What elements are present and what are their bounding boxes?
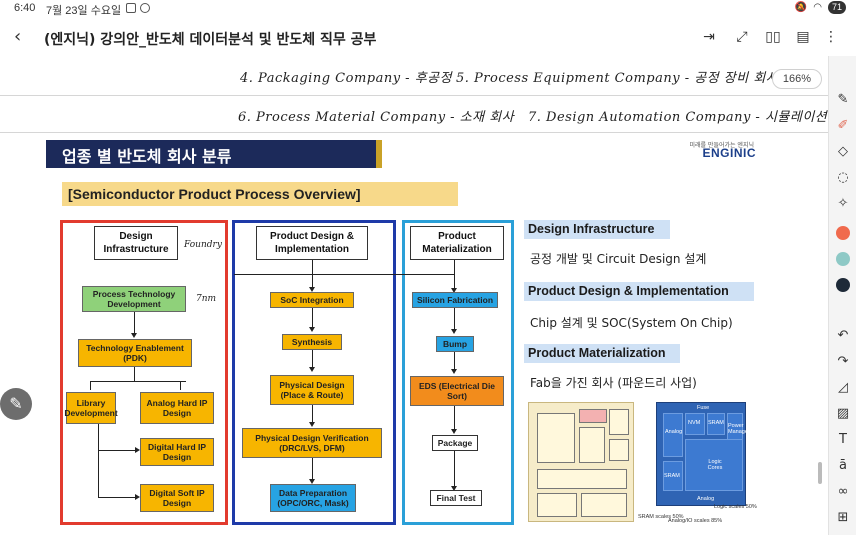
slide-image: 업종 별 반도체 회사 분류 미래를 만들어가는 엔지닉 ENGINIC [Se…: [42, 140, 760, 526]
design-infrastructure-header: Design Infrastructure: [94, 226, 178, 260]
highlighter-icon[interactable]: ✐: [837, 118, 849, 133]
status-time: 6:40: [14, 2, 36, 14]
product-materialization-column: [402, 220, 514, 525]
package-box: Package: [432, 435, 478, 451]
data-preparation-box: Data Preparation (OPC/ORC, Mask): [270, 484, 356, 512]
export-icon[interactable]: ⇥: [703, 29, 715, 45]
shape-icon[interactable]: ◿: [838, 380, 848, 395]
logic-scales-label: Logic scales 50%: [714, 504, 757, 510]
back-button[interactable]: ‹: [14, 26, 22, 47]
sram-scales-label: SRAM scales 50%: [638, 514, 684, 520]
handwriting-line1a: 4. Packaging Company - 후공정: [240, 71, 453, 86]
design-infrastructure-column: [60, 220, 228, 525]
analog-hard-ip-box: Analog Hard IP Design: [140, 392, 214, 424]
fullscreen-icon[interactable]: ⤢: [736, 29, 748, 45]
synthesis-box: Synthesis: [282, 334, 342, 350]
wifi-icon: ◠: [813, 2, 822, 13]
status-date: 7월 23일 수요일: [46, 5, 122, 17]
notification-icon: [126, 3, 136, 13]
battery-indicator: 71: [827, 1, 846, 14]
lasso-icon[interactable]: ◌: [837, 170, 849, 185]
color-swatch-2[interactable]: [836, 252, 850, 266]
right-toolbar: ✎ ✐ ◇ ◌ ✧ ↶ ↷ ◿ ▨ T ā ∞ ⊞: [828, 56, 856, 535]
app-header: ‹ (엔지닉) 강의안_반도체 데이터분석 및 반도체 직무 공부 ⇥ ⤢ ▯▯…: [0, 22, 856, 54]
text-icon[interactable]: T: [839, 432, 847, 447]
mute-icon: 🔕: [794, 2, 808, 13]
page-icon[interactable]: ▤: [796, 29, 810, 45]
chip-floorplan-image: Fuse Analog NVM SRAM Power Management SR…: [656, 402, 760, 506]
section-product-materialization: Product Materialization: [524, 344, 680, 363]
process-technology-box: Process Technology Development: [82, 286, 186, 312]
enginic-logo: ENGINIC: [702, 146, 756, 160]
eraser-icon[interactable]: ◇: [838, 144, 848, 159]
section-design-infrastructure: Design Infrastructure: [524, 220, 670, 239]
section-product-materialization-desc: Fab을 가진 회사 (파운드리 사업): [530, 376, 697, 390]
slide-heading: 업종 별 반도체 회사 분류: [62, 147, 232, 166]
final-test-box: Final Test: [430, 490, 482, 506]
slide-subtitle: [Semiconductor Product Process Overview]: [62, 182, 458, 206]
text-box-icon[interactable]: ā: [839, 458, 847, 473]
soc-integration-box: SoC Integration: [270, 292, 354, 308]
physical-design-box: Physical Design (Place & Route): [270, 375, 354, 405]
slide-heading-bar: 업종 별 반도체 회사 분류: [46, 140, 380, 168]
magic-icon[interactable]: ✧: [837, 196, 849, 211]
logo-tagline: 미래를 만들어가는 엔지닉: [689, 142, 754, 149]
soc-block-diagram: [528, 402, 634, 522]
product-design-header: Product Design & Implementation: [256, 226, 368, 260]
floating-pen-button[interactable]: ✎: [0, 388, 32, 420]
image-icon[interactable]: ▨: [836, 406, 850, 421]
ruled-line: [0, 95, 828, 96]
more-icon[interactable]: ⋮: [824, 29, 838, 45]
handwriting-line1b: 5. Process Equipment Company - 공정 장비 회사: [456, 71, 779, 86]
zoom-indicator[interactable]: 166%: [772, 69, 822, 89]
pen-tool-icon[interactable]: ✎: [837, 92, 849, 107]
add-page-icon[interactable]: ⊞: [837, 510, 849, 525]
silicon-fabrication-box: Silicon Fabrication: [412, 292, 498, 308]
digital-soft-ip-box: Digital Soft IP Design: [140, 484, 214, 512]
section-product-design: Product Design & Implementation: [524, 282, 754, 301]
analog-scales-label: Analog/IO scales 85%: [668, 518, 723, 524]
sync-icon: [140, 3, 150, 13]
handwriting-line2a: 6. Process Material Company - 소재 회사: [238, 110, 515, 125]
status-bar: 6:40 7월 23일 수요일 🔕 ◠ 71: [0, 0, 856, 18]
technology-enablement-box: Technology Enablement (PDK): [78, 339, 192, 367]
scrollbar-thumb[interactable]: [818, 462, 822, 484]
product-design-column: [232, 220, 396, 525]
status-right: 🔕 ◠ 71: [795, 1, 846, 14]
section-design-infrastructure-desc: 공정 개발 및 Circuit Design 설계: [530, 252, 707, 266]
book-icon[interactable]: ▯▯: [765, 29, 781, 45]
foundry-handnote: Foundry: [184, 240, 222, 250]
heading-accent: [376, 140, 382, 168]
handwriting-line2b: 7. Design Automation Company - 시뮬레이션 툴 회…: [528, 110, 856, 125]
color-swatch-3[interactable]: [836, 278, 850, 292]
redo-icon[interactable]: ↷: [837, 354, 849, 369]
product-materialization-header: Product Materialization: [410, 226, 504, 260]
eds-box: EDS (Electrical Die Sort): [410, 376, 504, 406]
link-icon[interactable]: ∞: [837, 484, 849, 499]
library-development-box: Library Development: [64, 392, 118, 424]
physical-verification-box: Physical Design Verification (DRC/LVS, D…: [242, 428, 382, 458]
color-swatch-1[interactable]: [836, 226, 850, 240]
ruled-line: [0, 132, 828, 133]
bump-box: Bump: [436, 336, 474, 352]
nm-handnote: 7nm: [196, 294, 217, 304]
digital-hard-ip-box: Digital Hard IP Design: [140, 438, 214, 466]
page-title: (엔지닉) 강의안_반도체 데이터분석 및 반도체 직무 공부: [44, 32, 377, 48]
section-product-design-desc: Chip 설계 및 SOC(System On Chip): [530, 316, 733, 330]
undo-icon[interactable]: ↶: [837, 328, 849, 343]
